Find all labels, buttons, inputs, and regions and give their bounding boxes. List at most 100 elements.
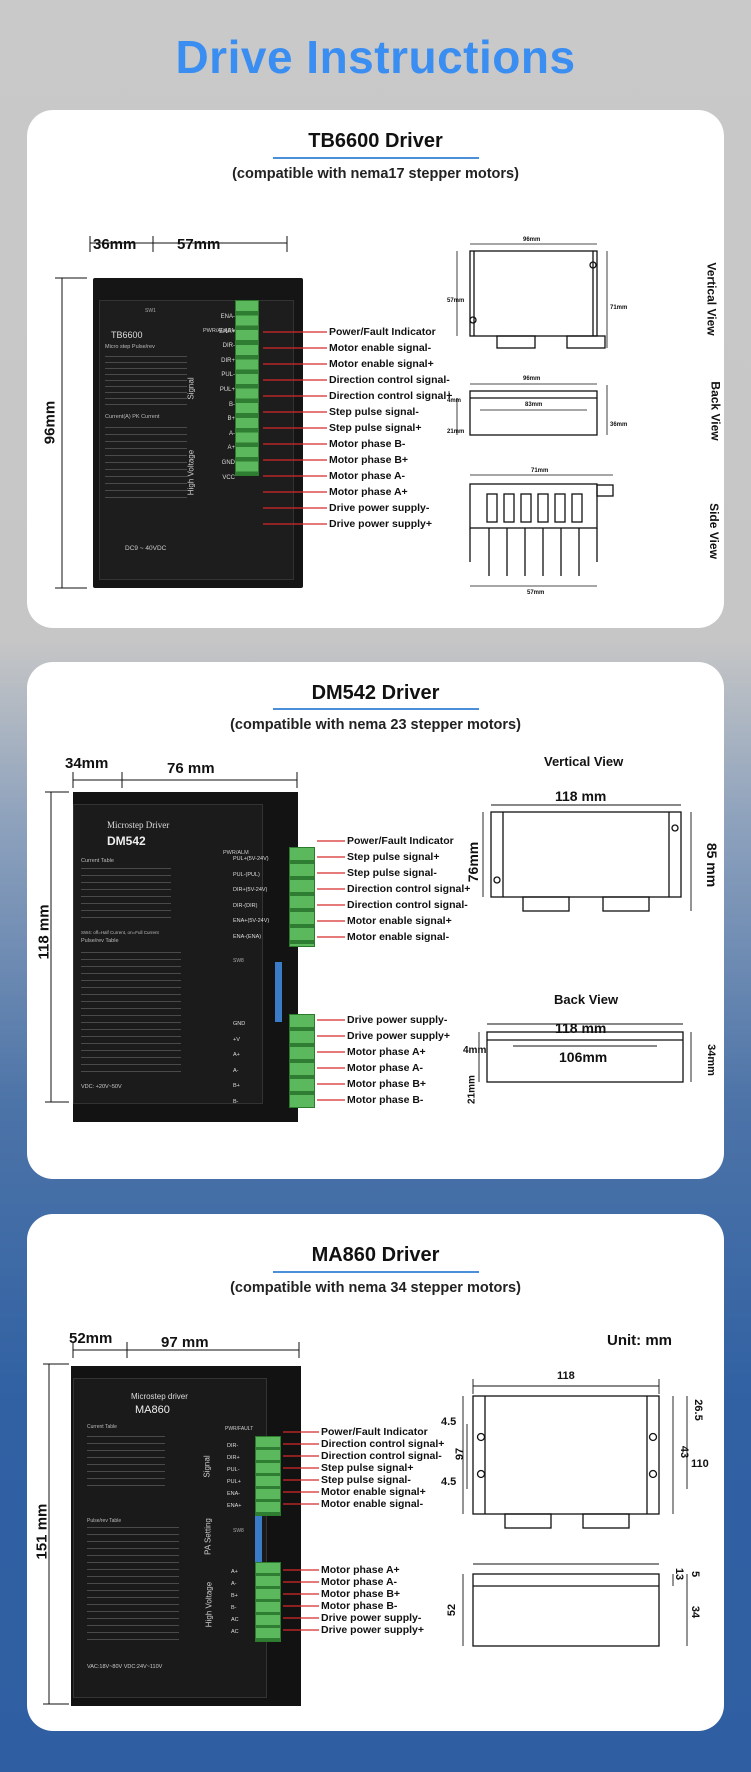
mark: B+	[233, 1083, 240, 1089]
supply-label: VAC:18V~80V VDC:24V~110V	[87, 1664, 163, 1670]
dim-label: 96mm	[523, 237, 541, 243]
pin-label: Motor phase B+	[321, 1588, 401, 1600]
pin-leader-lines	[317, 840, 345, 1101]
model-label: MA860	[135, 1404, 170, 1416]
current-table	[105, 422, 187, 504]
dim-label: 36mm	[610, 422, 628, 428]
pin-label: Motor phase A-	[347, 1062, 424, 1074]
side-view-label: Side View	[706, 503, 721, 559]
pulse-table-label: Pulse/rev Table	[87, 1518, 122, 1524]
mark: DIR+	[227, 1455, 240, 1461]
mark: PUL-	[227, 1467, 240, 1473]
terminal-marks: DIR- DIR+ PUL- PUL+ ENA- ENA+	[227, 1440, 253, 1512]
driver-body: Microstep Driver DM542 Current Table SW4…	[73, 804, 263, 1104]
pin-label: Direction control signal-	[321, 1450, 442, 1462]
page-title: Drive Instructions	[175, 31, 576, 83]
title-underline	[272, 1271, 479, 1273]
mark-dir-minus: DIR-	[222, 343, 235, 350]
terminal-marks-power: A+ A- B+ B- AC AC	[231, 1566, 253, 1638]
brand-label: Microstep Driver	[107, 820, 170, 830]
dip-switch-label: SW1	[145, 308, 156, 314]
pin-label: Motor phase A+	[347, 1046, 426, 1058]
dim-label: 34	[689, 1605, 701, 1619]
pin-labels-bottom: Drive power supply- Drive power supply+ …	[347, 1014, 450, 1110]
dip-switch-label: SW8	[233, 1528, 244, 1534]
current-table-label: Current Table	[81, 858, 114, 864]
mark: PUL+(5V-24V)	[233, 856, 269, 862]
title-underline	[272, 157, 479, 159]
mark: GND	[233, 1021, 246, 1027]
mark: A+	[231, 1569, 238, 1575]
mark: PUL-(PUL)	[233, 871, 260, 878]
pin-leader-lines	[263, 331, 327, 525]
pin-label: Power/Fault Indicator	[347, 835, 454, 847]
mark-gnd: GND	[221, 459, 235, 466]
dim-label: 21mm	[447, 429, 465, 435]
pin-label: Drive power supply+	[329, 518, 432, 530]
pin-label: Drive power supply-	[321, 1612, 422, 1624]
pin-label: Drive power supply+	[321, 1624, 424, 1636]
mark: B+	[231, 1593, 238, 1599]
mark: DIR-(DIR)	[233, 902, 258, 909]
dim-label: 106mm	[559, 1049, 608, 1065]
mark-vcc: VCC	[222, 474, 235, 481]
pin-label: Direction control signal+	[329, 390, 453, 402]
pwr-alarm-label: PWR/ALARM	[203, 328, 237, 334]
terminal-marks-power: GND +V A+ A- B+ B-	[233, 1017, 287, 1110]
pin-label: Direction control signal-	[347, 899, 468, 911]
dim-label: 5	[689, 1570, 701, 1578]
dim-label: 4mm	[463, 1045, 487, 1056]
model-label: DM542	[107, 834, 146, 848]
dim-label: 71mm	[531, 468, 549, 474]
pin-label: Drive power supply-	[329, 502, 430, 514]
pin-label: Step pulse signal+	[321, 1462, 414, 1474]
dim-label: 118 mm	[555, 1020, 607, 1036]
supply-label: DC9 ~ 40VDC	[125, 545, 167, 552]
dimension-lines	[55, 236, 288, 589]
dim-label: 52	[446, 1603, 458, 1617]
dimension-lines	[45, 772, 298, 1103]
pin-label: Motor enable signal+	[347, 915, 452, 927]
card-title: TB6600 Driver	[308, 130, 443, 152]
pin-label: Step pulse signal-	[329, 406, 419, 418]
pin-label: Power/Fault Indicator	[329, 326, 436, 338]
model-label: TB6600	[111, 330, 143, 340]
dip-switch-bank	[275, 962, 282, 1022]
mark-a-plus: A+	[227, 445, 235, 452]
technical-drawing	[462, 1379, 688, 1647]
pin-label: Motor enable signal-	[321, 1498, 424, 1510]
pin-label: Motor phase A-	[321, 1576, 398, 1588]
pin-label: Motor enable signal-	[329, 342, 432, 354]
pin-label: Motor phase B+	[329, 454, 409, 466]
dim-label: 118	[557, 1370, 575, 1382]
mark-b-plus: B+	[227, 416, 235, 423]
pin-label: Motor enable signal+	[321, 1486, 426, 1498]
current-table-label: Current Table	[87, 1424, 117, 1430]
sw-note: SW4: off=Half Current, on=Full Current	[81, 930, 159, 935]
card-title: MA860 Driver	[311, 1244, 440, 1266]
pin-labels-bottom: Motor phase A+ Motor phase A- Motor phas…	[321, 1564, 424, 1636]
terminal-block	[235, 300, 259, 476]
terminal-marks: PUL+(5V-24V) PUL-(PUL) DIR+(5V-24V) DIR-…	[233, 852, 287, 945]
pin-leader-lines	[283, 1431, 319, 1631]
mark: ENA+	[227, 1503, 242, 1509]
terminal-block-signal	[255, 1436, 281, 1516]
dim-label: 4mm	[447, 398, 462, 404]
dim-label: 4.5	[441, 1416, 457, 1428]
dm542-card: DM542 Driver (compatible with nema 23 st…	[27, 662, 724, 1179]
mark-ena-plus: ENA+	[219, 328, 235, 335]
dip-switch-bank	[255, 1514, 262, 1568]
dim-label: 85 mm	[704, 842, 720, 888]
card-subtitle: (compatible with nema 23 stepper motors)	[230, 717, 521, 733]
mark-pul-plus: PUL+	[219, 386, 235, 393]
dim-label: 71mm	[610, 305, 628, 311]
terminal-block-signal	[289, 847, 315, 947]
pin-labels: Power/Fault Indicator Motor enable signa…	[329, 326, 452, 534]
pin-label: Motor phase B-	[347, 1094, 424, 1106]
mark: A-	[231, 1581, 237, 1587]
pulse-table-label: Pulse/rev Table	[81, 938, 119, 944]
mark: +V	[233, 1036, 240, 1043]
pin-label: Motor enable signal-	[347, 931, 450, 943]
vertical-view-label: Vertical View	[704, 262, 719, 336]
pin-label: Motor phase B-	[321, 1600, 398, 1612]
